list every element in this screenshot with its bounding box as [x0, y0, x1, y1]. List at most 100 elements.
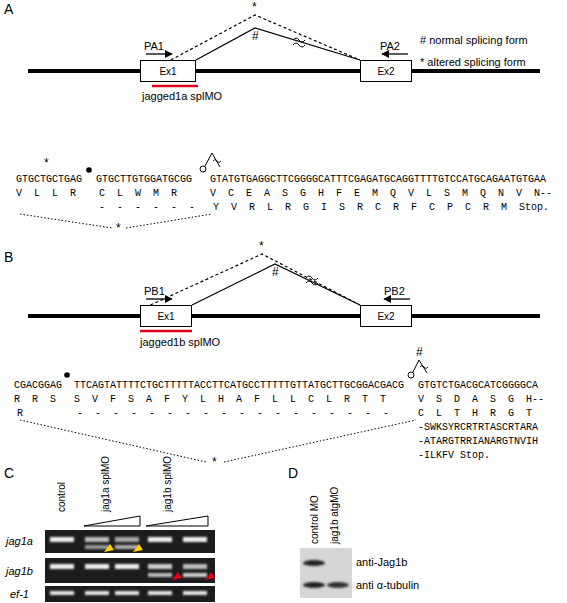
gel-band: [50, 537, 74, 542]
lane-label: jag1b atgMO: [329, 487, 340, 544]
deletion-dashes: - - - - - - - - - - - - - - - - - -: [77, 408, 389, 419]
gel-band: [115, 564, 139, 569]
splice-connector: [150, 254, 360, 305]
protein-sequence: Y V R L R G I S R C R F C P C R M Stop.: [213, 202, 549, 213]
splice-connector: [171, 15, 360, 60]
lane-label: jag1b splMO: [162, 456, 173, 512]
band-arrowhead: [172, 572, 182, 580]
gel-row-label: jag1a: [6, 535, 33, 547]
dose-wedge: [84, 516, 140, 526]
panel-letter: D: [288, 466, 298, 481]
exon-box: Ex1: [140, 305, 192, 327]
splice-mark: *: [116, 222, 121, 235]
splice-mark: *: [44, 157, 49, 170]
protein-sequence: -ATARGTRRIANARGTNVIH: [418, 436, 538, 447]
protein-sequence: V C E A S G H F E M Q V L S M Q N V N--: [210, 188, 552, 199]
morpholino-bar: [140, 330, 192, 333]
primer-label: PA1: [144, 40, 164, 52]
gel-band: [85, 564, 109, 569]
splice-caret: [413, 360, 427, 373]
gel-band: [148, 591, 172, 595]
gel-background: [45, 586, 215, 602]
gel-band: [115, 537, 139, 542]
dose-wedge: [146, 516, 208, 526]
gel-row-label: jag1b: [6, 565, 33, 577]
protein-sequence: C L W M R: [99, 188, 177, 199]
band-arrowhead: [205, 572, 215, 580]
break-mark: [213, 160, 221, 163]
splice-dot: [86, 167, 92, 173]
exon-box: Ex2: [360, 305, 412, 327]
protein-sequence: R: [17, 408, 23, 419]
protein-sequence: C L T H R G T: [418, 408, 532, 419]
antibody-label: anti-Jag1b: [356, 556, 407, 568]
gel-background: [45, 558, 215, 583]
gel-band: [148, 537, 172, 542]
legend-text: * altered splicing form: [420, 56, 526, 68]
exon-label: Ex2: [377, 311, 394, 322]
gel-image: [45, 530, 215, 602]
splice-mark: #: [272, 266, 279, 279]
gel-band: [183, 537, 207, 542]
dna-sequence: TTCAGTATTTTCTGCTTTTTACCTTCATGCCTTTTTGTTA…: [74, 380, 404, 391]
antibody-label: anti α-tubulin: [356, 579, 419, 591]
lane-label: control MO: [309, 495, 320, 544]
blot-band: [303, 582, 325, 588]
primer-label: PB1: [144, 285, 165, 297]
gel-band: [115, 591, 139, 595]
splice-circle: [408, 372, 414, 378]
morpholino-bar: [152, 85, 198, 88]
gel-band: [183, 564, 207, 569]
morpholino-label: jagged1a splMO: [142, 90, 222, 102]
primer-label: PA2: [380, 40, 400, 52]
primer-arrow: [146, 53, 172, 54]
splice-mark: #: [252, 30, 259, 43]
primer-arrow: [384, 298, 410, 299]
gel-background: [45, 530, 215, 553]
dna-sequence: GTATGTGAGGCTTCGGGGCATTTCGAGATGCAGGTTTTGT…: [210, 174, 546, 185]
exon-label: Ex1: [157, 311, 174, 322]
exon-box: Ex2: [360, 60, 412, 82]
break-mark: [420, 366, 428, 369]
blot-band: [327, 582, 349, 588]
band-arrowhead: [104, 544, 114, 552]
protein-sequence: R R S: [14, 394, 56, 405]
dna-sequence: GTGCTTGTGGATGCGG: [96, 174, 192, 185]
lane-label: jag1a splMO: [100, 456, 111, 512]
splice-circle: [200, 166, 206, 172]
gel-band: [85, 591, 109, 595]
lane-label: control: [56, 482, 67, 512]
protein-sequence: V S D A S G H--: [418, 394, 544, 405]
skip-line: [20, 420, 416, 462]
protein-sequence: V L L R: [16, 188, 76, 199]
gel-band: [85, 545, 109, 549]
gel-band: [148, 573, 172, 577]
morpholino-label: jagged1b splMO: [140, 336, 220, 348]
splice-mark: *: [252, 1, 257, 14]
exon-box: Ex1: [140, 60, 196, 82]
splice-caret: [205, 153, 220, 167]
primer-arrow: [382, 53, 408, 54]
primer-arrow: [146, 298, 172, 299]
dna-sequence: GTGTCTGACGCATCGGGGCA: [418, 380, 538, 391]
gel-row-label: ef-1: [10, 588, 29, 600]
splice-dot: [64, 372, 70, 378]
panel-letter: C: [4, 466, 14, 481]
primer-label: PB2: [384, 285, 405, 297]
legend-text: # normal splicing form: [420, 34, 528, 46]
splice-mark: *: [259, 240, 264, 253]
gel-band: [148, 564, 172, 569]
gel-band: [115, 545, 139, 549]
genomic-line: [28, 314, 540, 318]
blot-background: [300, 548, 352, 598]
gel-band: [183, 573, 207, 577]
panel-letter: A: [4, 2, 13, 17]
gel-band: [85, 537, 109, 542]
splice-mark: #: [416, 346, 423, 359]
band-arrowhead: [133, 544, 143, 552]
gel-band: [183, 591, 207, 595]
exon-label: Ex1: [159, 66, 176, 77]
splice-connector: [192, 264, 360, 305]
